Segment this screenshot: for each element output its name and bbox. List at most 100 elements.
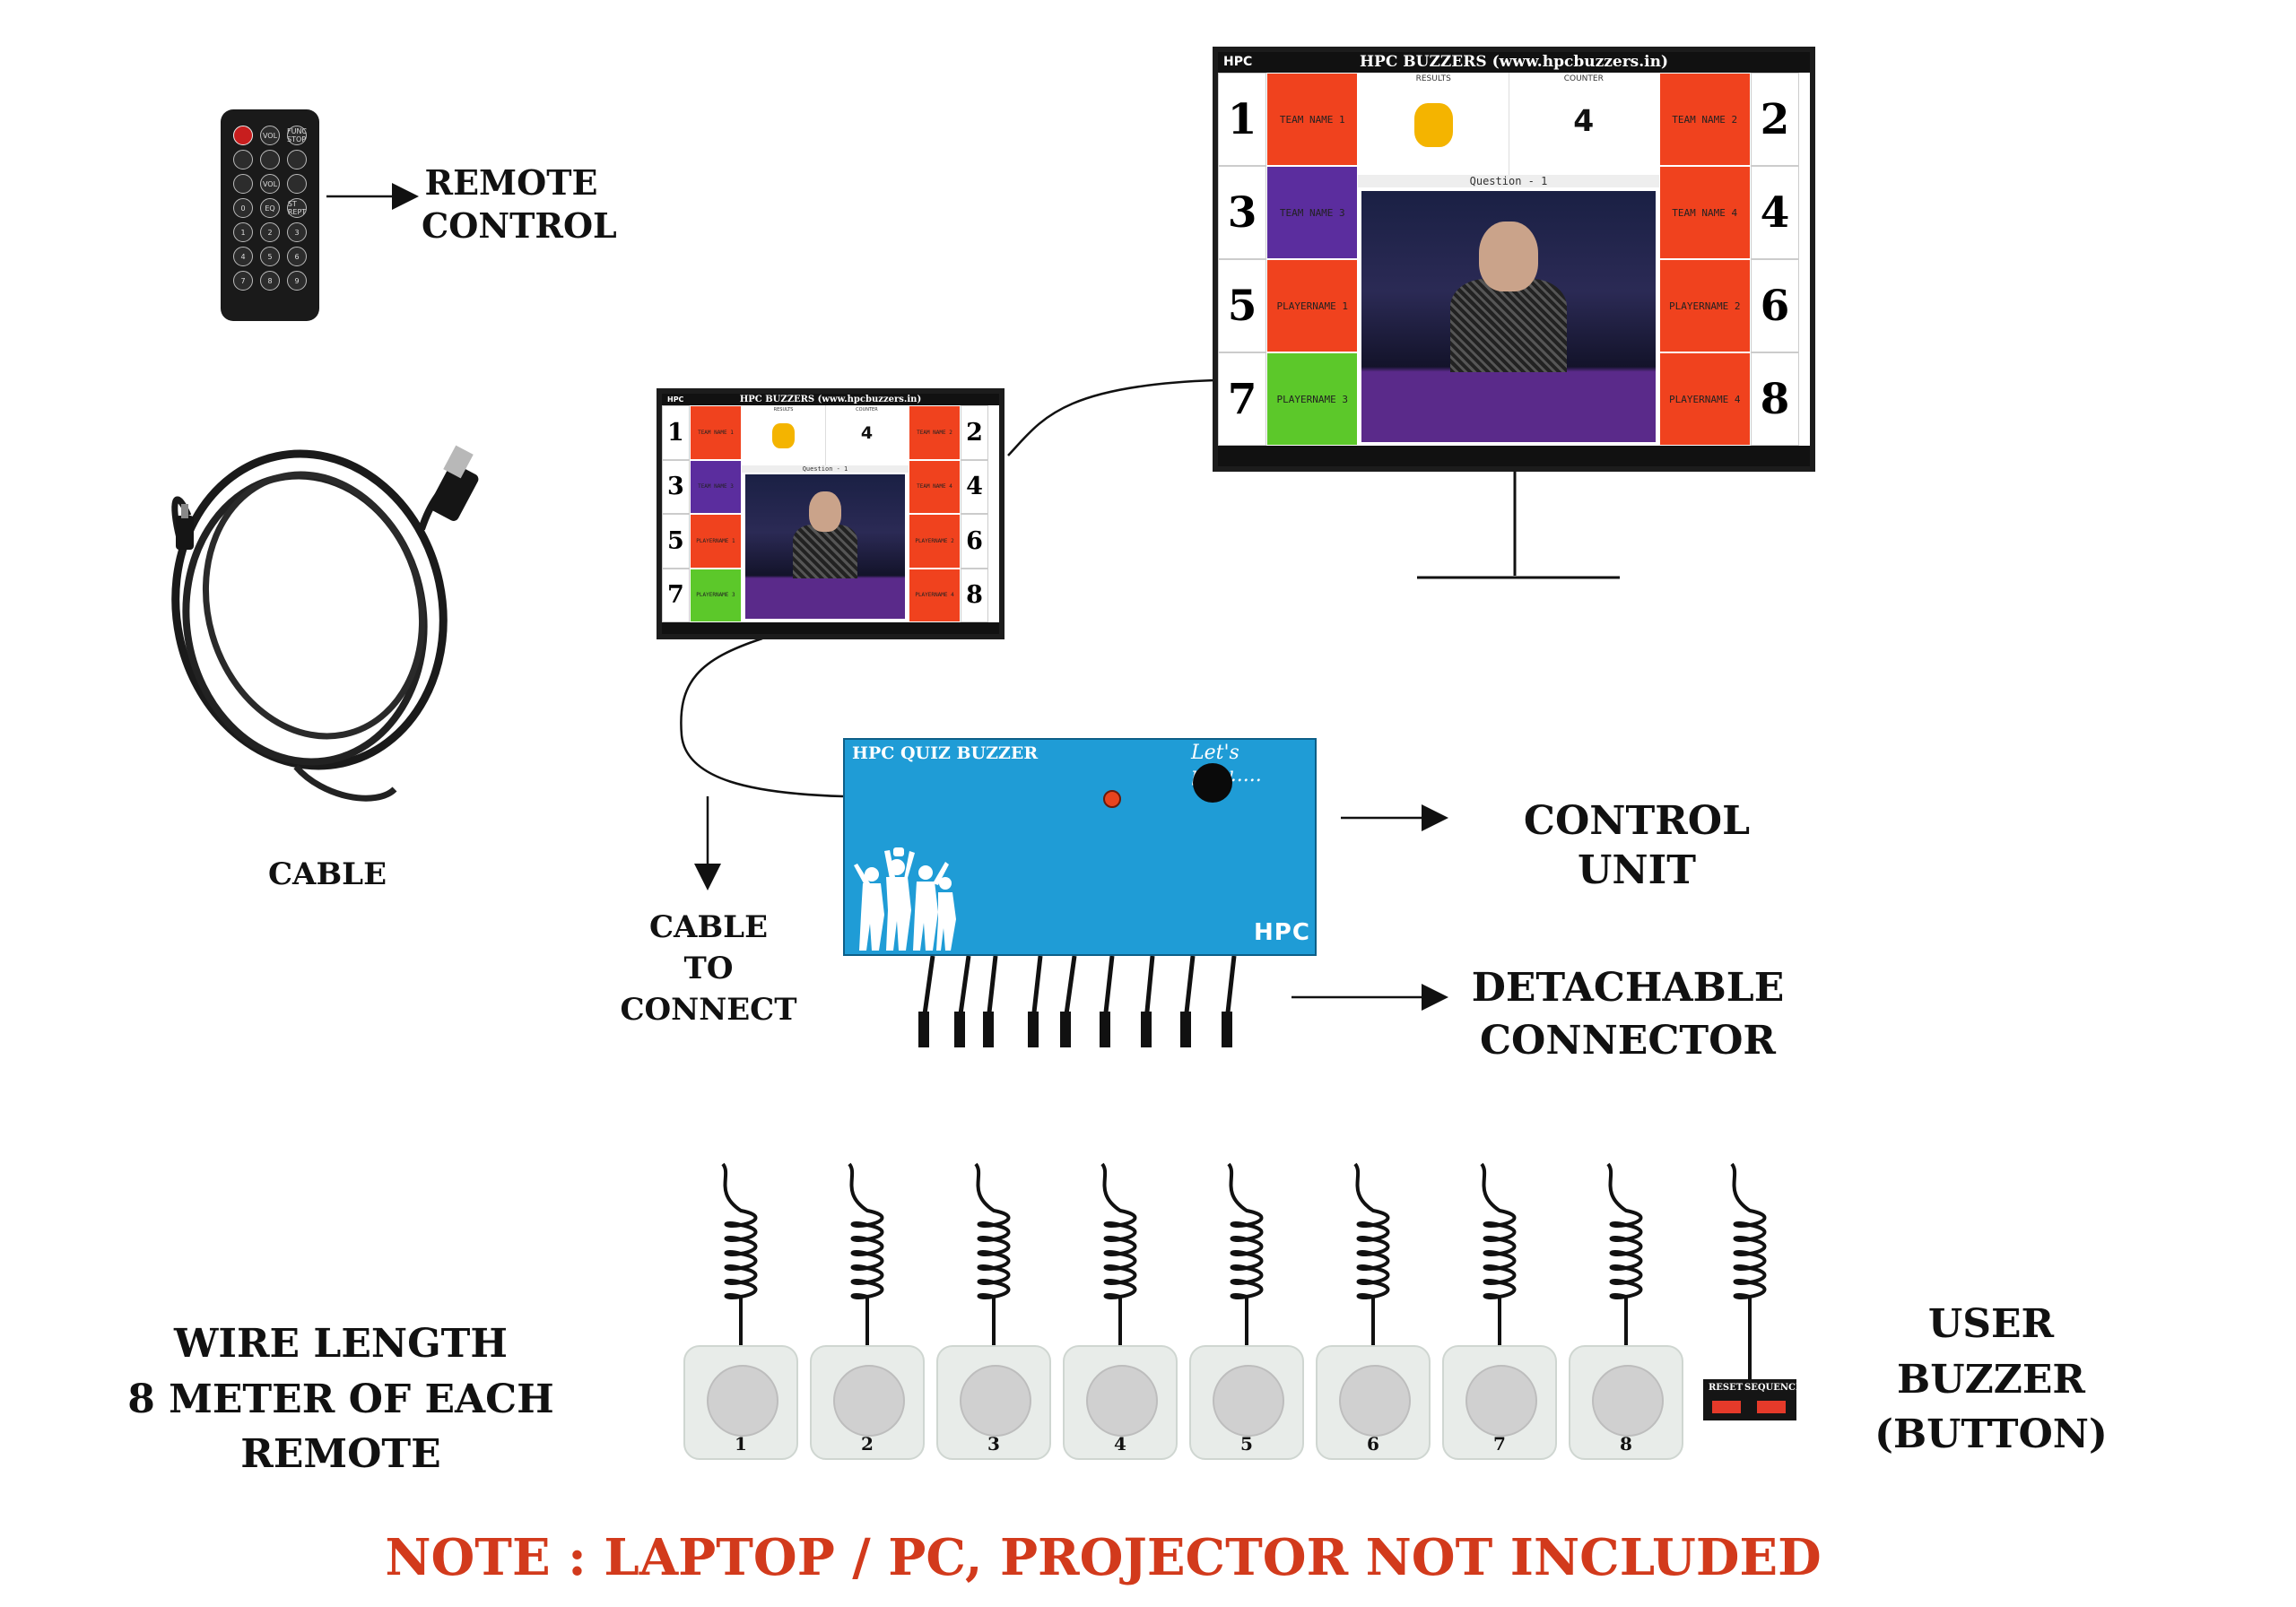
- remote-label-line-2: CONTROL: [422, 204, 617, 246]
- remote-button[interactable]: 5: [260, 247, 280, 266]
- control-unit-label: CONTROL UNIT: [1523, 798, 1751, 893]
- laptop-team-name[interactable]: PLAYERNAME 1: [689, 514, 743, 569]
- monitor-team-number: 3: [1218, 166, 1267, 259]
- laptop-monitor-cable: [1007, 378, 1216, 456]
- buzzer-number: 8: [1620, 1433, 1632, 1455]
- monitor-counter-label: COUNTER: [1563, 74, 1604, 83]
- remote-button[interactable]: ST REPT: [287, 198, 307, 218]
- usb-cable-icon: [171, 445, 479, 802]
- remote-button[interactable]: FUNC STOP: [286, 126, 308, 145]
- reset-label: RESET: [1709, 1383, 1744, 1393]
- unit-logo: HPC: [1254, 919, 1310, 946]
- monitor-team-name[interactable]: TEAM NAME 3: [1266, 166, 1359, 259]
- wire-length-label: WIRE LENGTH 8 METER OF EACH REMOTE: [36, 1316, 646, 1482]
- buzzer-button-1[interactable]: 1: [683, 1345, 798, 1460]
- monitor-team-name[interactable]: PLAYERNAME 3: [1266, 352, 1359, 446]
- laptop-team-name[interactable]: TEAM NAME 1: [689, 405, 743, 460]
- laptop-team-name[interactable]: PLAYERNAME 2: [908, 514, 961, 569]
- monitor-team-name[interactable]: PLAYERNAME 2: [1658, 259, 1751, 352]
- laptop-team-name[interactable]: PLAYERNAME 3: [689, 568, 743, 622]
- buzzer-button-2[interactable]: 2: [810, 1345, 925, 1460]
- buzzer-wire-coil: [1480, 1162, 1517, 1345]
- buzzer-number: 7: [1493, 1433, 1506, 1455]
- user-buzzer-line-1: USER BUZZER: [1897, 1301, 2085, 1403]
- remote-button[interactable]: VOL: [260, 126, 280, 145]
- monitor-team-name[interactable]: TEAM NAME 4: [1658, 166, 1751, 259]
- buzzer-disc: [960, 1365, 1031, 1437]
- reset-sequence-button[interactable]: RESET SEQUENCE: [1703, 1379, 1803, 1420]
- remote-button[interactable]: [287, 174, 307, 194]
- remote-button[interactable]: [233, 174, 253, 194]
- remote-button[interactable]: [287, 150, 307, 169]
- laptop-results-divider: [825, 405, 826, 465]
- remote-button[interactable]: 1: [233, 222, 253, 242]
- buzzer-wire-coil: [1730, 1162, 1767, 1379]
- monitor-team-number: 5: [1218, 259, 1267, 352]
- monitor-status-bar: [1218, 446, 1810, 466]
- remote-button[interactable]: 7: [233, 271, 253, 291]
- remote-label-line-1: REMOTE: [424, 162, 598, 203]
- buzzer-button-4[interactable]: 4: [1063, 1345, 1178, 1460]
- buzzer-number: 2: [861, 1433, 874, 1455]
- buzzer-button-5[interactable]: 5: [1189, 1345, 1304, 1460]
- remote-button[interactable]: [260, 150, 280, 169]
- detachable-line-2: CONNECTOR: [1480, 1018, 1776, 1064]
- remote-button[interactable]: EQ: [260, 198, 280, 218]
- monitor-thumbs-up-icon: [1413, 103, 1453, 148]
- sequence-label: SEQUENCE: [1744, 1383, 1803, 1393]
- laptop-team-number: 2: [961, 405, 988, 460]
- monitor-team-name[interactable]: PLAYERNAME 4: [1658, 352, 1751, 446]
- laptop-team-name[interactable]: TEAM NAME 2: [908, 405, 961, 460]
- sequence-key[interactable]: [1757, 1401, 1786, 1413]
- buzzer-wire-coil: [848, 1162, 884, 1345]
- players-celebrating-icon: [854, 847, 956, 951]
- laptop-host-figure: [793, 525, 857, 578]
- buzzer-button-6[interactable]: 6: [1316, 1345, 1431, 1460]
- buzzer-button-3[interactable]: 3: [936, 1345, 1051, 1460]
- buzzer-wire-coil: [974, 1162, 1011, 1345]
- remote-button[interactable]: 2: [260, 222, 280, 242]
- buzzer-button-7[interactable]: 7: [1442, 1345, 1557, 1460]
- monitor-question-image: [1361, 190, 1656, 442]
- unit-led: [1103, 790, 1121, 808]
- remote-button[interactable]: [233, 126, 253, 145]
- cable-to-connect-label: CABLE TO CONNECT: [592, 908, 825, 1031]
- laptop-team-name[interactable]: PLAYERNAME 4: [908, 568, 961, 622]
- laptop-question-image: [745, 473, 905, 619]
- laptop-team-name[interactable]: TEAM NAME 3: [689, 459, 743, 514]
- laptop-host-face: [809, 491, 841, 533]
- remote-button[interactable]: 6: [287, 247, 307, 266]
- laptop-team-number: 7: [662, 568, 690, 622]
- laptop-team-name[interactable]: TEAM NAME 4: [908, 459, 961, 514]
- laptop-team-number: 3: [662, 459, 690, 514]
- monitor-team-name[interactable]: TEAM NAME 1: [1266, 73, 1359, 166]
- monitor-team-name[interactable]: PLAYERNAME 1: [1266, 259, 1359, 352]
- buzzer-disc: [1086, 1365, 1158, 1437]
- remote-button[interactable]: 0: [233, 198, 253, 218]
- remote-button[interactable]: [233, 150, 253, 169]
- buzzer-wire-coil: [1100, 1162, 1137, 1345]
- laptop-team-number: 8: [961, 568, 988, 622]
- laptop-unit-cable: [680, 637, 844, 798]
- buzzer-button-8[interactable]: 8: [1569, 1345, 1683, 1460]
- cable-label: CABLE: [268, 856, 387, 892]
- buzzer-number: 4: [1114, 1433, 1126, 1455]
- buzzer-wire-coil: [1353, 1162, 1390, 1345]
- buzzer-disc: [1465, 1365, 1537, 1437]
- remote-button[interactable]: 3: [287, 222, 307, 242]
- monitor-team-number: 8: [1750, 352, 1799, 446]
- remote-button[interactable]: 4: [233, 247, 253, 266]
- remote-button[interactable]: 9: [287, 271, 307, 291]
- buzzer-disc: [833, 1365, 905, 1437]
- remote-button[interactable]: 8: [260, 271, 280, 291]
- remote-button[interactable]: VOL: [260, 174, 280, 194]
- laptop-question-label: Question - 1: [742, 465, 909, 473]
- monitor-team-name[interactable]: TEAM NAME 2: [1658, 73, 1751, 166]
- buzzer-wires: [721, 1162, 1767, 1379]
- reset-key[interactable]: [1712, 1401, 1741, 1413]
- unit-speaker[interactable]: [1193, 763, 1232, 803]
